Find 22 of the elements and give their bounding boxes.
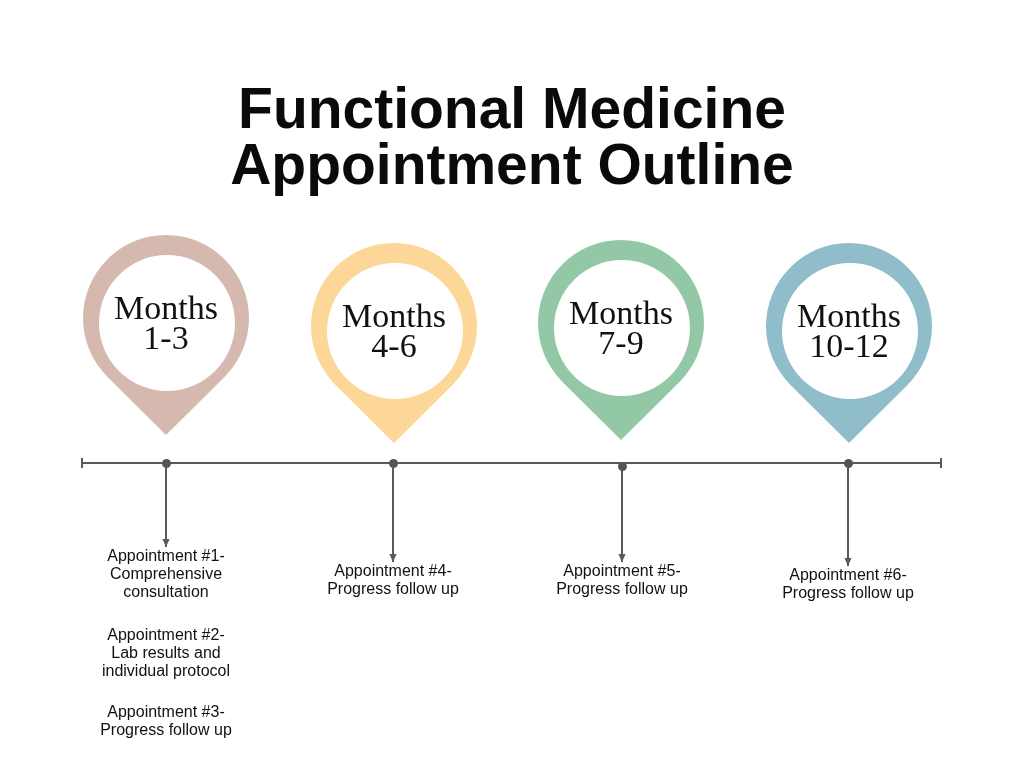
appointment-text: Appointment #6- Progress follow up — [778, 566, 918, 602]
month-range-label: Months 4-6 — [341, 301, 447, 361]
arrow — [618, 469, 626, 563]
appointment-text: Appointment #2- Lab results and individual protocol — [96, 626, 236, 680]
location-pin — [311, 243, 477, 443]
appointment-text: Appointment #1- Comprehensive consultation — [96, 547, 236, 601]
month-range-label: Months 10-12 — [796, 301, 902, 361]
appointment-text: Appointment #3- Progress follow up — [96, 703, 236, 739]
month-range-label: Months 1-3 — [113, 293, 219, 353]
timeline-dot — [843, 458, 853, 468]
appointment-text: Appointment #4- Progress follow up — [323, 562, 463, 598]
timeline-dot — [388, 458, 398, 468]
timeline-dot — [617, 461, 627, 471]
timeline-dot — [161, 458, 171, 468]
arrow — [162, 466, 170, 548]
arrow — [844, 466, 852, 567]
location-pin — [538, 240, 704, 440]
arrow — [389, 466, 397, 563]
location-pin — [83, 235, 249, 435]
month-range-label: Months 7-9 — [568, 298, 674, 358]
location-pin — [766, 243, 932, 443]
appointment-text: Appointment #5- Progress follow up — [552, 562, 692, 598]
